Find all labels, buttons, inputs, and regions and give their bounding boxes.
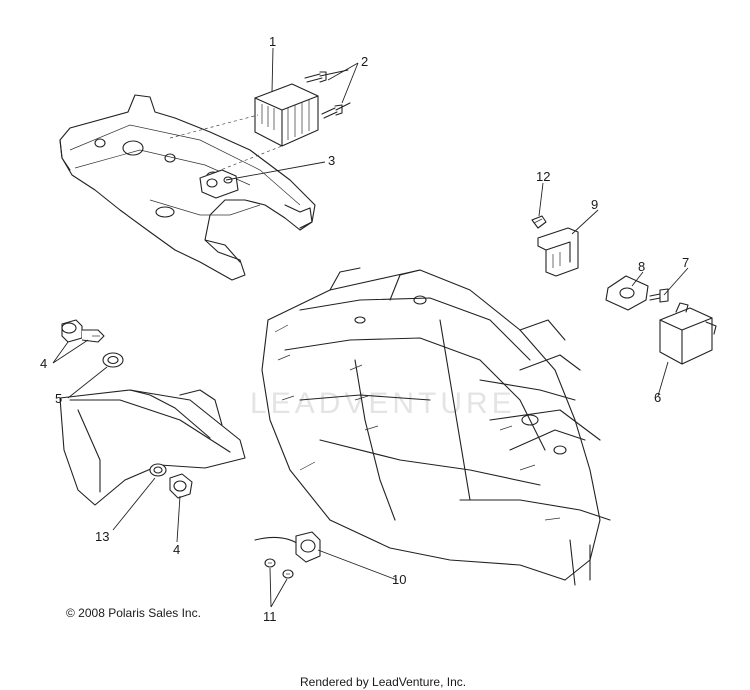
callout-6: 6: [654, 390, 661, 405]
callout-4-upper: 4: [40, 356, 47, 371]
callout-4-lower: 4: [173, 542, 180, 557]
rendered-by-text: Rendered by LeadVenture, Inc.: [300, 675, 466, 689]
callout-11: 11: [263, 609, 277, 624]
part-3-plate: [199, 169, 239, 199]
part-6-control-unit: [659, 302, 717, 365]
rear-rack-bracket: [59, 94, 316, 281]
callout-1: 1: [269, 34, 276, 49]
callout-9: 9: [591, 197, 598, 212]
part-1-module: [254, 83, 319, 147]
part-7-screw: [649, 288, 669, 303]
vehicle-frame: [261, 267, 611, 586]
part-12-connector: [531, 215, 547, 229]
part-13-ring: [149, 463, 167, 477]
part-4-bulb-socket: [61, 319, 105, 343]
part-11-screws: [264, 558, 294, 579]
callout-10: 10: [392, 572, 406, 587]
callout-7: 7: [682, 255, 689, 270]
callout-3: 3: [328, 153, 335, 168]
copyright-text: © 2008 Polaris Sales Inc.: [66, 606, 201, 620]
part-8-plate: [605, 275, 649, 311]
part-4-bulb-lower: [169, 473, 193, 499]
part-9-bracket: [537, 227, 579, 277]
watermark: LEADVENTURE: [250, 387, 516, 420]
callout-labels: 1 2 3 4 5 6 7 8 9 12 10 11 13 4: [40, 34, 689, 624]
callout-13: 13: [95, 529, 109, 544]
callout-5: 5: [55, 391, 62, 406]
part-5-grommet: [102, 352, 124, 368]
callout-2: 2: [361, 54, 368, 69]
dash-line: [199, 145, 283, 179]
callout-12: 12: [536, 169, 550, 184]
leader-lines: [52, 47, 689, 608]
headlight-assembly: [59, 389, 246, 506]
callout-8: 8: [638, 259, 645, 274]
part-10-switch: [254, 531, 321, 563]
